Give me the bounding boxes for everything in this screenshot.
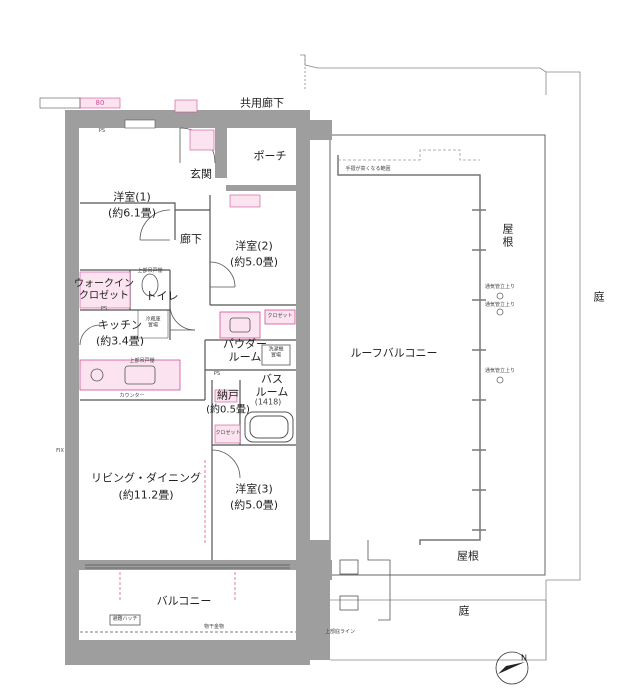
bedroom2-size: (約5.0畳) — [229, 255, 279, 269]
evac-hatch-label: 避難ハッチ — [112, 616, 138, 623]
ps-label-3: PS — [213, 371, 221, 378]
hallway-label: 廊下 — [180, 232, 202, 246]
counter-label: カウンター — [119, 393, 145, 400]
vent-label-2: 通気管立上り — [484, 302, 516, 309]
ps-label-2: PS — [100, 306, 108, 313]
kitchen-counter — [79, 309, 181, 391]
unit-walls — [65, 110, 332, 665]
vent-label-1: 通気管立上り — [484, 284, 516, 291]
garden-bottom-label: 庭 — [458, 604, 470, 618]
fridge-label: 冷蔵庫 置場 — [145, 316, 161, 328]
living-dining-name: リビング・ダイニング — [91, 471, 201, 485]
fix-label: FIX — [56, 448, 64, 455]
roof-bottom-label: 屋根 — [457, 549, 479, 563]
upper-cabinet-label-1: 上部吊戸棚 — [137, 268, 163, 275]
powder-room-label: パウダー ルーム — [223, 337, 267, 363]
upper-eave-label: 上部庇ライン — [324, 629, 356, 636]
compass — [495, 651, 529, 685]
balcony-sash — [80, 564, 296, 633]
storage-size: (約0.5畳) — [206, 404, 250, 416]
porch-label: ポーチ — [253, 149, 287, 163]
ceiling-low-label: 手摺が高くなる範囲 — [345, 166, 391, 173]
toilet-label: トイレ — [145, 289, 179, 303]
bath-room-name: バス ルーム — [255, 372, 289, 398]
bath-tub — [244, 411, 294, 443]
interior-partitions — [80, 195, 296, 560]
bedroom3-size: (約5.0畳) — [229, 498, 279, 512]
balcony-label: バルコニー — [156, 594, 212, 608]
entrance-label: 玄関 — [190, 167, 212, 181]
walkin-closet-label: ウォークイン クロゼット — [74, 278, 134, 302]
kitchen-size: (約3.4畳) — [95, 334, 145, 348]
bedroom3-name: 洋室(3) — [235, 482, 273, 496]
living-dining-size: (約11.2畳) — [118, 488, 174, 502]
kitchen-name: キッチン — [98, 318, 142, 332]
roof-top-label: 屋根 — [502, 222, 514, 248]
compass-label: N — [521, 653, 527, 663]
mailbox-number: 80 — [95, 98, 105, 107]
upper-cabinet-label-2: 上部吊戸棚 — [129, 358, 155, 365]
garden-right-label: 庭 — [593, 290, 605, 304]
dryer-rack-label: 物干金物 — [203, 624, 225, 631]
vent-label-3: 通気管立上り — [484, 368, 516, 375]
bedroom1-name: 洋室(1) — [113, 190, 151, 204]
ps-label-1: PS — [98, 128, 106, 135]
common-corridor-label: 共用廊下 — [240, 96, 284, 110]
closet-label-1: クロゼット — [267, 313, 293, 320]
storage-name: 納戸 — [217, 388, 239, 402]
bedroom2-name: 洋室(2) — [235, 239, 273, 253]
bath-room-size: (1418) — [254, 397, 282, 407]
powder-fixtures — [219, 309, 296, 366]
bedroom1-size: (約6.1畳) — [107, 206, 157, 220]
roof-balcony-label: ルーフバルコニー — [350, 346, 438, 360]
roof-balcony-area — [329, 134, 546, 576]
washer-label: 洗濯機 置場 — [268, 346, 284, 358]
closet-label-2: クロゼット — [215, 430, 241, 437]
site-outlines — [300, 54, 581, 661]
